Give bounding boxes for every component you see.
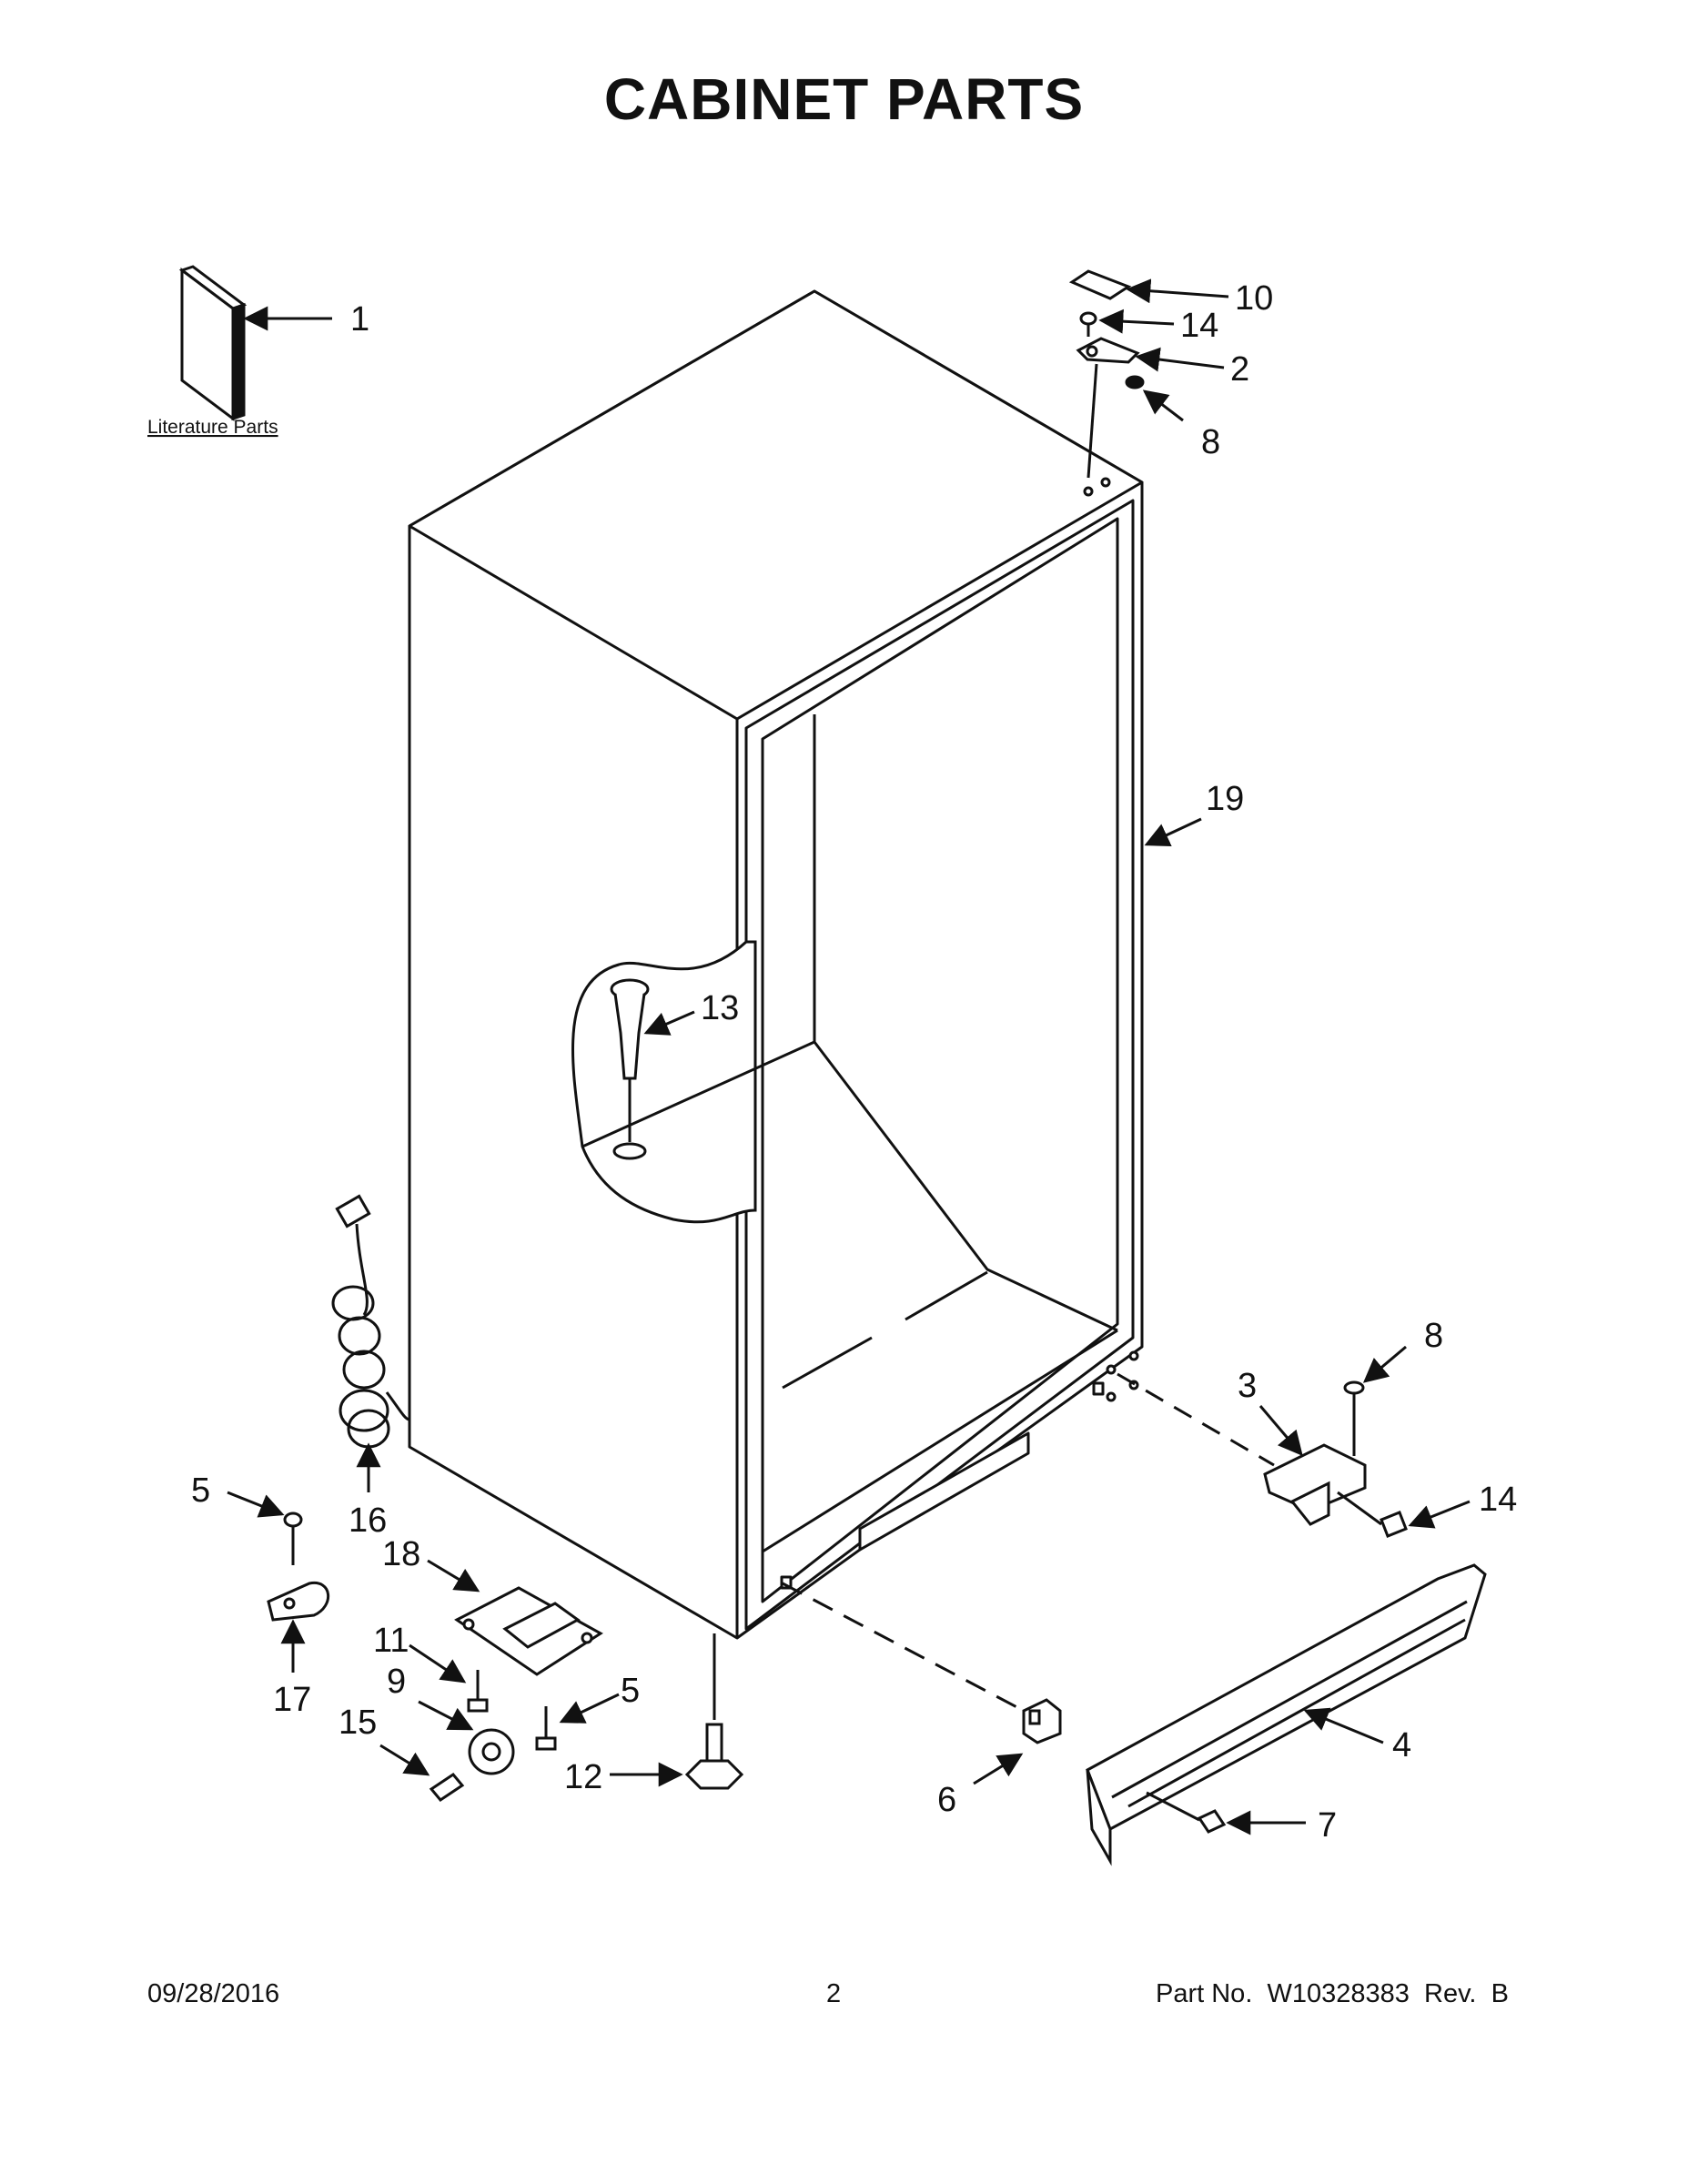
callout-11: 11 (373, 1622, 409, 1660)
callout-5-left: 5 (191, 1471, 210, 1510)
bracket-screw-2 (535, 1706, 557, 1751)
literature-parts-label: Literature Parts (147, 417, 278, 438)
drain-tube (610, 978, 650, 1160)
callout-14-bottom: 14 (1479, 1481, 1517, 1519)
literature-book (178, 265, 248, 421)
callout-18: 18 (382, 1535, 420, 1573)
grille-screw (1146, 1791, 1227, 1834)
callout-9: 9 (387, 1663, 406, 1701)
callout-4: 4 (1392, 1726, 1411, 1764)
callout-labels: 1 10 14 2 8 19 13 8 3 14 4 7 6 12 5 16 1… (191, 279, 1517, 1845)
grille-clip (1022, 1698, 1062, 1744)
roller-axle (429, 1773, 465, 1802)
cord-clamp (267, 1512, 330, 1622)
footer-page-number: 2 (826, 1979, 842, 2008)
callout-8-bottom: 8 (1424, 1317, 1443, 1355)
page-title: CABINET PARTS (603, 66, 1085, 132)
top-hinge (1076, 311, 1145, 479)
callout-13: 13 (701, 989, 739, 1027)
leveling-leg (684, 1633, 744, 1790)
callout-6: 6 (937, 1781, 956, 1819)
callout-5-right: 5 (621, 1672, 640, 1710)
power-cord (331, 1194, 410, 1449)
footer-part-number: Part No. W10328383 Rev. B (1156, 1979, 1509, 2008)
callout-14-top: 14 (1180, 307, 1218, 345)
cabinet-body (408, 289, 1144, 1640)
callout-3: 3 (1238, 1367, 1257, 1405)
callout-7: 7 (1318, 1806, 1337, 1845)
bracket-screw (467, 1670, 489, 1713)
callout-19: 19 (1206, 780, 1244, 818)
callout-16: 16 (349, 1502, 387, 1540)
callout-2: 2 (1230, 350, 1249, 389)
callout-10: 10 (1235, 279, 1273, 318)
toe-grille (1086, 1563, 1487, 1866)
callout-17: 17 (273, 1681, 311, 1719)
roller (468, 1728, 515, 1775)
callout-1: 1 (350, 300, 369, 339)
callout-15: 15 (339, 1704, 377, 1742)
callout-leaders (227, 278, 1471, 1835)
footer-date: 09/28/2016 (147, 1979, 280, 2008)
callout-12: 12 (564, 1758, 602, 1796)
roller-bracket (454, 1586, 603, 1676)
hinge-cover (1068, 269, 1132, 300)
callout-8-top: 8 (1201, 423, 1220, 461)
screw (1337, 1491, 1408, 1538)
